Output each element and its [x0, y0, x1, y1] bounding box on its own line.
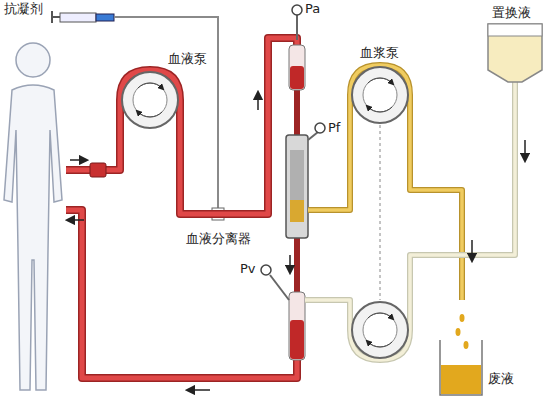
part-label: 废液 — [488, 372, 514, 386]
part-label: 抗凝剂 — [4, 2, 43, 16]
waste-beaker — [440, 314, 482, 395]
part-label: 置换液 — [492, 6, 531, 20]
pump-link — [380, 125, 381, 300]
flow-arrow — [70, 95, 525, 390]
part-label: 血浆泵 — [360, 46, 399, 60]
drip-chamber — [289, 5, 305, 90]
part-label: 血液分离器 — [186, 232, 251, 246]
fluid-bag — [488, 24, 542, 82]
drip-chamber — [261, 265, 305, 360]
blood-pump — [122, 72, 178, 128]
gauge-label: Pv — [240, 262, 256, 276]
part-label: 血液泵 — [168, 52, 207, 66]
gauge-label: Pa — [305, 2, 320, 16]
blood-tubing — [66, 38, 297, 378]
connector — [90, 163, 106, 177]
plasma-separator — [286, 123, 325, 238]
syringe — [52, 11, 224, 220]
patient-figure — [4, 43, 62, 390]
plasma-tubing — [305, 65, 515, 360]
gauge-label: Pf — [328, 121, 340, 135]
plasma-pump — [352, 67, 408, 358]
